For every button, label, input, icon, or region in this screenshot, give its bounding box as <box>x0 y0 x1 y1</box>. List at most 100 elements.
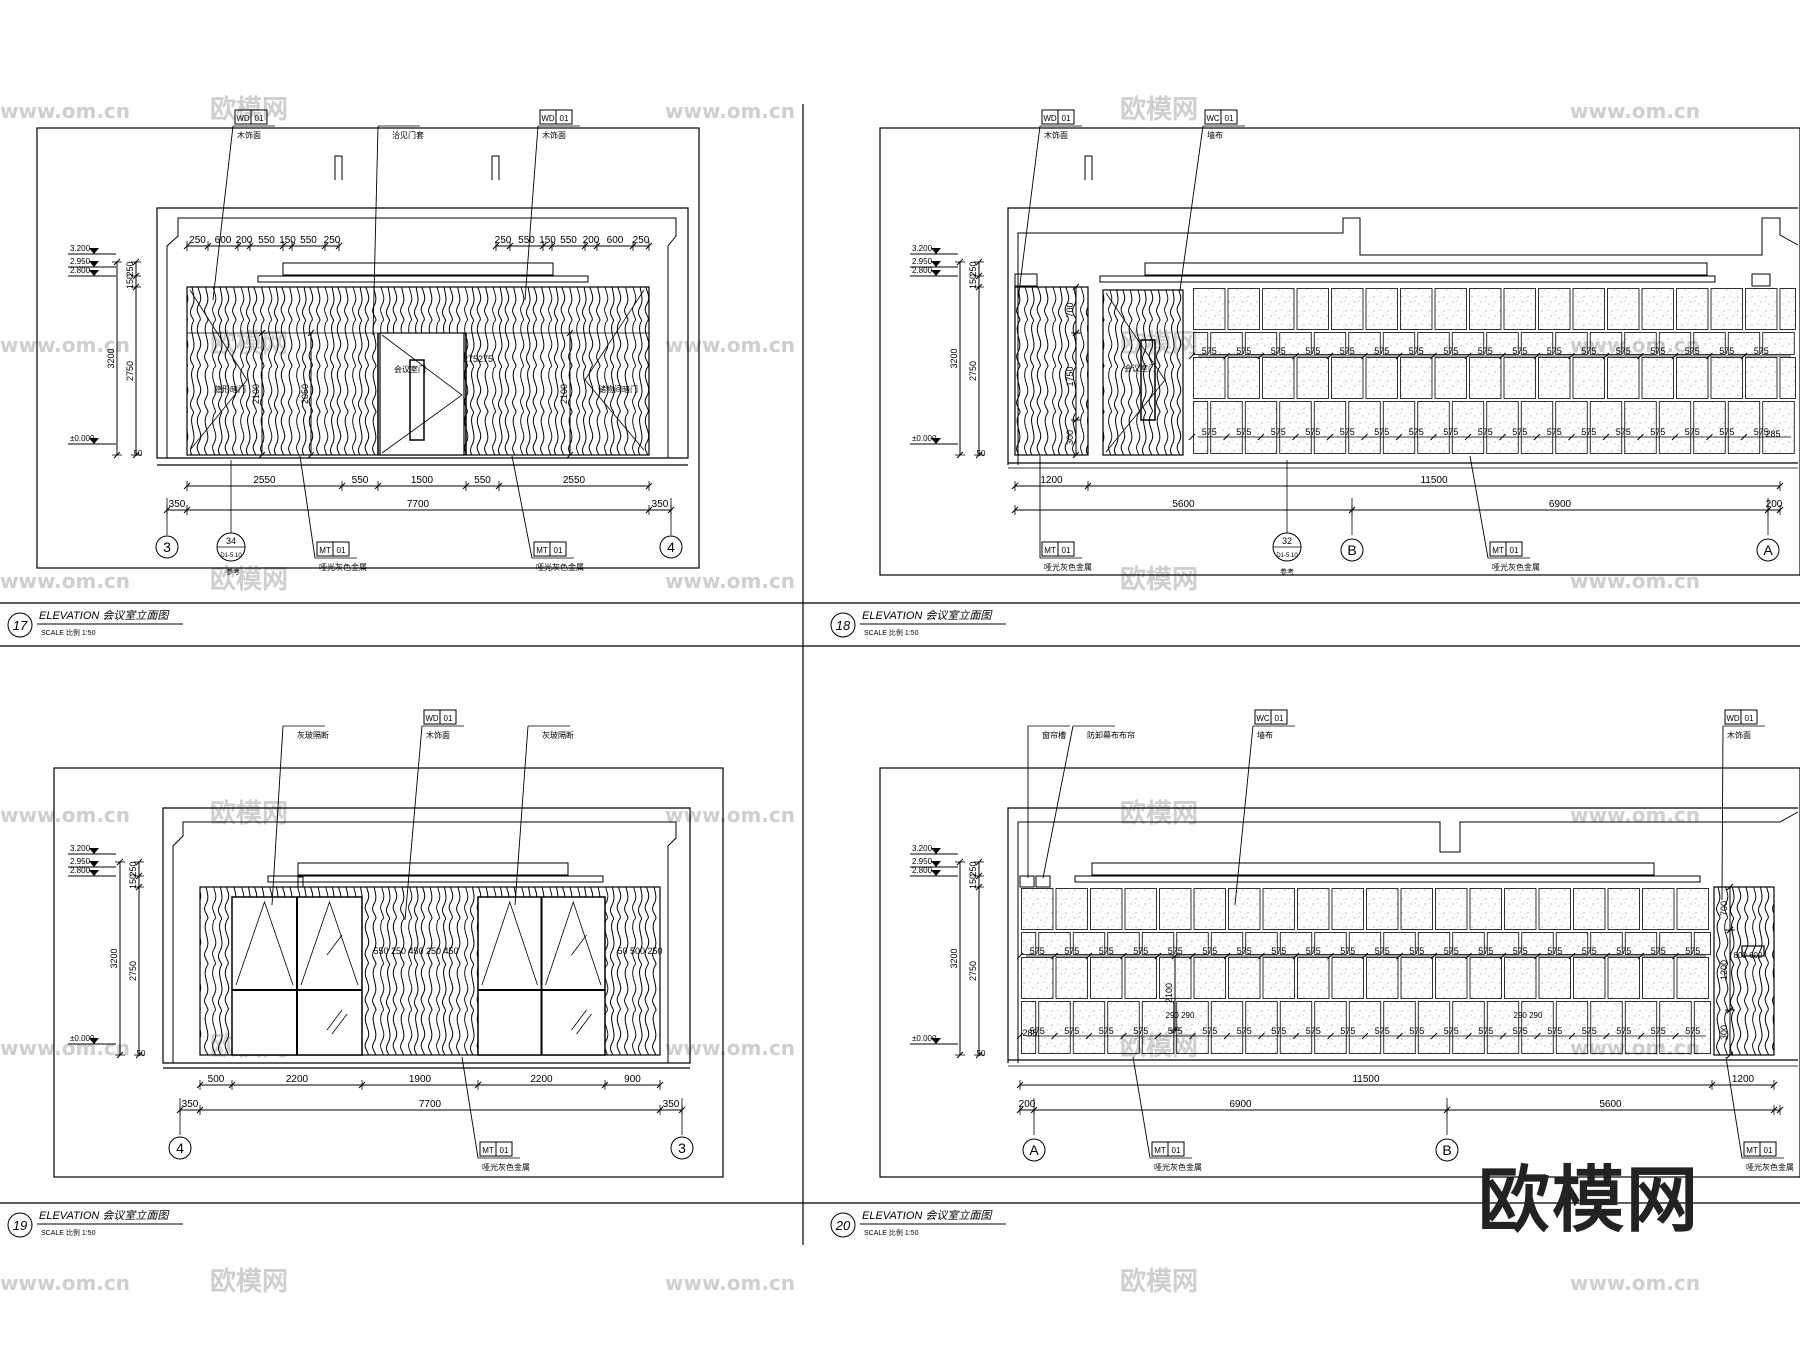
dim-tick <box>1726 1051 1734 1059</box>
fabric-panel <box>1710 357 1743 399</box>
dim-tick <box>506 242 514 250</box>
fabric-panel <box>1038 932 1071 955</box>
ceiling-section <box>162 807 691 1064</box>
grid-axis-right: B <box>1435 1138 1459 1162</box>
fabric-panel <box>1210 1001 1244 1054</box>
callout-description: 木饰面 <box>1044 130 1068 140</box>
dim-tick <box>1120 952 1127 960</box>
dim-tick <box>975 272 983 280</box>
tile-dim-label: 575 <box>1271 946 1286 956</box>
glass-partition <box>477 896 606 1056</box>
fabric-panel <box>1021 888 1054 930</box>
dim-label: 11500 <box>1352 1074 1380 1085</box>
fabric-panel <box>1607 357 1640 399</box>
fabric-panel <box>1382 401 1416 454</box>
fabric-panel <box>1244 332 1278 355</box>
axis-label: 4 <box>176 1140 184 1156</box>
dim-tick <box>656 1106 664 1114</box>
tile-dim-label: 575 <box>1099 1026 1114 1036</box>
light-trough <box>297 862 569 876</box>
callout-description: 防卸幕布布帘 <box>1087 730 1135 740</box>
grid-axis-left: 3 <box>155 535 179 559</box>
dim-tick <box>492 242 500 250</box>
base-dim: 50 <box>137 1049 146 1058</box>
dim-tick <box>495 482 503 490</box>
dim-tick <box>234 242 242 250</box>
inner-dim: 300 <box>1065 416 1081 459</box>
door-wood-panel <box>1102 289 1184 456</box>
dim-tick <box>1672 1032 1679 1040</box>
dim-tick <box>956 1051 964 1059</box>
drawing-border <box>36 127 700 569</box>
fabric-panel <box>1693 401 1726 454</box>
fabric-panel <box>1331 357 1364 399</box>
callout-number: 01 <box>560 114 569 123</box>
axis-label: B <box>1347 542 1356 558</box>
base-dim: 50 <box>134 449 143 458</box>
fabric-panel <box>1434 288 1467 330</box>
watermark-url: www.om.cn <box>665 803 795 827</box>
dim-label: 200 <box>1766 499 1783 510</box>
callout-code: MT <box>1154 1146 1166 1155</box>
fabric-panel <box>1313 401 1347 454</box>
dim-tick <box>1534 952 1541 960</box>
dim-tick <box>1257 352 1265 360</box>
title-scale: SCALE 比例 1:50 <box>41 1228 96 1237</box>
callout-description: 木饰面 <box>237 130 261 140</box>
inner-dims-right: 50 500 250 <box>617 946 662 956</box>
dim-tick <box>1292 952 1300 960</box>
fabric-panel <box>1245 932 1278 955</box>
handle-dim: 275275 <box>463 354 493 364</box>
fabric-panel <box>1642 888 1675 930</box>
fabric-panel <box>1141 932 1175 955</box>
fabric-panel <box>1693 1001 1711 1054</box>
dim-tick <box>1257 433 1265 441</box>
dim-label: 150 <box>968 274 978 289</box>
tile-dim-label: 575 <box>1237 946 1252 956</box>
fabric-panel <box>1297 888 1330 930</box>
fixture-dim: 800 600 <box>1734 951 1763 960</box>
tile-dim-label: 575 <box>1616 346 1631 356</box>
title-text: ELEVATION 会议室立面图 <box>862 1209 993 1222</box>
meeting-door-label: 会议室门 <box>394 364 426 374</box>
axis-label: 3 <box>678 1140 686 1156</box>
dim-label: 500 <box>208 1074 225 1085</box>
callout-leader <box>212 125 234 301</box>
watermark-logo: 欧模网 <box>1120 1266 1198 1297</box>
dim-label: 2550 <box>253 475 276 486</box>
hidden-door-swing <box>584 289 645 451</box>
callout-box <box>1759 1141 1777 1157</box>
dim-tick <box>1327 952 1334 960</box>
dim-label: 550 <box>518 235 535 246</box>
tile-dim-label: 575 <box>1478 346 1493 356</box>
dim-tick <box>956 858 964 866</box>
level-triangle <box>89 1038 99 1044</box>
tile-dim-label: 575 <box>1719 427 1734 437</box>
tile-dim-label: 575 <box>1685 346 1700 356</box>
tile-dim-label: 575 <box>1582 1026 1597 1036</box>
callout-leader <box>511 455 533 559</box>
callout-box <box>332 541 350 557</box>
door-height-dim: 2100 <box>559 329 575 459</box>
dim-label: 1500 <box>411 475 434 486</box>
dim-tick <box>246 242 254 250</box>
dim-label: 2200 <box>530 1074 553 1085</box>
tile-dim-label: 575 <box>1374 427 1389 437</box>
callout-description: 哑光灰色金属 <box>1154 1162 1202 1172</box>
fabric-panel <box>1641 288 1674 330</box>
fabric-panel <box>1589 332 1623 355</box>
drawing-border <box>879 127 1800 576</box>
end-dim: 285 <box>1022 1028 1037 1038</box>
level-label: 2.950 <box>912 257 933 266</box>
dim-tick <box>1072 329 1080 337</box>
dim-tick <box>1072 416 1080 424</box>
tile-dim-label: 575 <box>1305 427 1320 437</box>
tile-dim-label: 575 <box>1478 946 1493 956</box>
axis-circle <box>659 535 683 559</box>
axis-label: 3 <box>163 539 171 555</box>
